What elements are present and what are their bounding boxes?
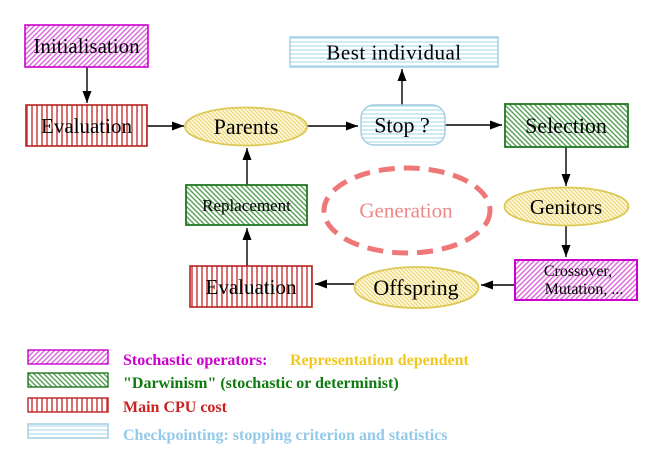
best-individual-label: Best individual <box>326 41 461 65</box>
legend-swatch-checkpointing <box>27 423 109 439</box>
node-crossover-mutation: Crossover, Mutation, ... <box>514 259 638 301</box>
legend-swatch-main-cpu-cost <box>27 397 109 413</box>
node-offspring: Offspring <box>353 266 480 309</box>
replacement-label: Replacement <box>202 196 291 215</box>
legend-label-stochastic-operators: Stochastic operators: <box>123 352 267 369</box>
legend-label-darwinism: "Darwinism" (stochastic or determinist) <box>123 375 399 392</box>
node-genitors: Genitors <box>503 186 630 227</box>
legend-label-main-cpu-cost: Main CPU cost <box>123 399 228 416</box>
node-replacement: Replacement <box>185 184 308 226</box>
node-best-individual: Best individual <box>289 36 499 68</box>
evaluation-top-label: Evaluation <box>41 114 132 138</box>
legend-label-representation-dependent: Representation dependent <box>290 352 469 369</box>
generation-label: Generation <box>359 199 453 223</box>
genitors-label: Genitors <box>530 195 602 219</box>
node-initialisation: Initialisation <box>24 24 149 68</box>
parents-label: Parents <box>214 114 279 139</box>
crossover-label-line2: Mutation, ... <box>545 281 624 298</box>
legend: Stochastic operators: Representation dep… <box>27 349 469 444</box>
node-evaluation-top: Evaluation <box>25 104 148 147</box>
node-generation: Generation <box>321 165 493 256</box>
node-selection: Selection <box>504 103 629 148</box>
initialisation-label: Initialisation <box>33 34 140 58</box>
stop-label: Stop ? <box>374 113 430 138</box>
legend-label-checkpointing: Checkpointing: stopping criterion and st… <box>123 427 447 444</box>
legend-swatch-darwinism <box>27 372 109 388</box>
node-parents: Parents <box>184 106 308 147</box>
offspring-label: Offspring <box>373 275 458 300</box>
node-evaluation-bottom: Evaluation <box>189 265 313 308</box>
node-stop: Stop ? <box>360 104 446 146</box>
legend-swatch-stochastic-operators <box>27 349 109 365</box>
selection-label: Selection <box>525 113 607 138</box>
evaluation-bottom-label: Evaluation <box>206 275 297 299</box>
crossover-label-line1: Crossover, <box>544 263 612 280</box>
